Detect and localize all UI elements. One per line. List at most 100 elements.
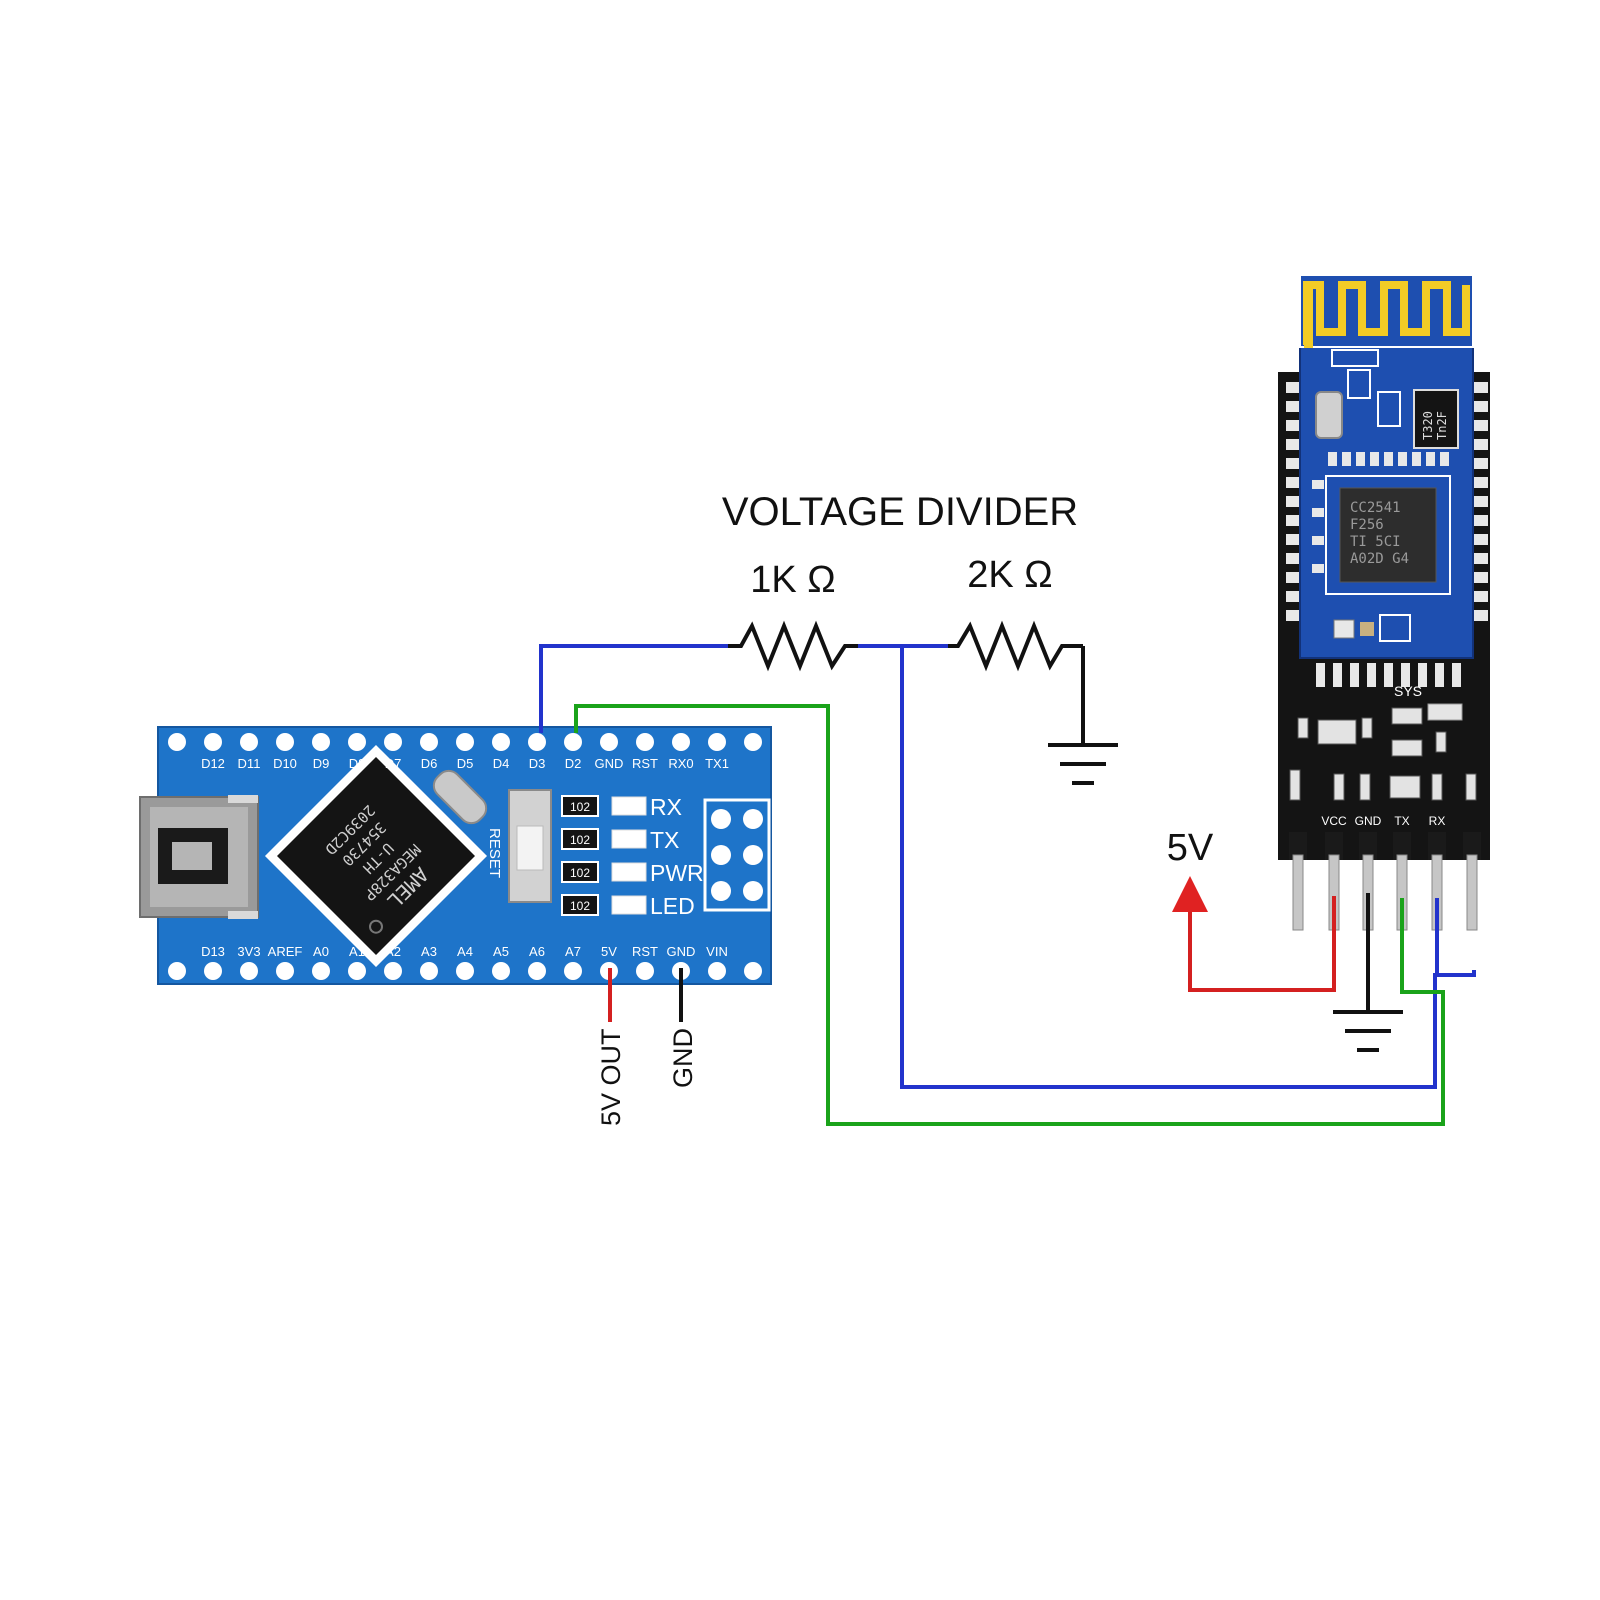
nano-pin-hole bbox=[384, 962, 402, 980]
nano-top-pin-label: D12 bbox=[201, 756, 225, 771]
bt-smd bbox=[1312, 536, 1324, 545]
bt-male-pins bbox=[1289, 832, 1481, 931]
nano-bottom-pin-label: A0 bbox=[313, 944, 329, 959]
bt-smd bbox=[1440, 452, 1449, 466]
supply-5v-label: 5V bbox=[1167, 827, 1214, 869]
bt-castellated-pad bbox=[1468, 553, 1488, 564]
bt-castellated-pad bbox=[1468, 572, 1488, 583]
gnd-out-label: GND bbox=[668, 1028, 698, 1088]
status-led-label: RX bbox=[650, 794, 682, 820]
reset-label: RESET bbox=[486, 828, 503, 878]
status-led bbox=[611, 862, 647, 882]
status-led bbox=[611, 796, 647, 816]
nano-pin-hole bbox=[312, 962, 330, 980]
bt-smd bbox=[1389, 775, 1421, 799]
bt-pad bbox=[1379, 614, 1411, 642]
nano-top-pin-label: D2 bbox=[565, 756, 582, 771]
nano-bottom-pin-label: A2 bbox=[385, 944, 401, 959]
wire-d2-to-bt-tx bbox=[574, 704, 1445, 1126]
nano-pin-hole bbox=[312, 733, 330, 751]
nano-pin-hole bbox=[492, 733, 510, 751]
bt-pin-label: RX bbox=[1429, 814, 1446, 828]
resistor-1k bbox=[728, 620, 858, 672]
bt-header-stub bbox=[1333, 663, 1342, 687]
bt-smd bbox=[1370, 452, 1379, 466]
nano-top-pin-label: RX0 bbox=[668, 756, 693, 771]
bt-castellated-pad bbox=[1286, 496, 1306, 507]
vcc-arrow-icon bbox=[1172, 876, 1208, 912]
nano-top-pin-label: RST bbox=[632, 756, 658, 771]
bt-smd bbox=[1317, 719, 1357, 745]
bt-pin-label: GND bbox=[1355, 814, 1382, 828]
bt-castellated-pad bbox=[1286, 572, 1306, 583]
nano-pin-hole bbox=[348, 962, 366, 980]
bt-pin-housing bbox=[1289, 832, 1307, 860]
bt-pin-housing bbox=[1428, 832, 1446, 860]
nano-bottom-pin-label: AREF bbox=[268, 944, 303, 959]
bt-header-stub bbox=[1452, 663, 1461, 687]
nano-pin-hole bbox=[204, 962, 222, 980]
bt-castellated-pad bbox=[1468, 401, 1488, 412]
bt-component-row bbox=[1312, 452, 1449, 573]
nano-pin-hole bbox=[564, 962, 582, 980]
smd-resistor bbox=[561, 861, 599, 883]
bt-castellated-pad bbox=[1468, 610, 1488, 621]
cc2541-chip-line-1: CC2541 bbox=[1350, 500, 1401, 516]
bt-header-stub bbox=[1384, 663, 1393, 687]
nano-pin-hole bbox=[672, 733, 690, 751]
status-led bbox=[611, 829, 647, 849]
bt-castellated-pad bbox=[1286, 439, 1306, 450]
nano-top-pin-label: D7 bbox=[385, 756, 402, 771]
bt-castellated-pad bbox=[1468, 458, 1488, 469]
bt-smd bbox=[1359, 773, 1371, 801]
smd-resistor bbox=[561, 795, 599, 817]
bt-pin-label: VCC bbox=[1321, 814, 1347, 828]
icsp-pin bbox=[743, 881, 763, 901]
bt-male-pin bbox=[1292, 854, 1304, 931]
resistor-1k-label: 1K Ω bbox=[750, 559, 835, 601]
ground-symbol-divider bbox=[1048, 743, 1118, 785]
wire-divider-to-bt-rx bbox=[900, 646, 1476, 1089]
bt-castellated-pad bbox=[1468, 420, 1488, 431]
nano-pin-hole bbox=[240, 962, 258, 980]
bt-header-stub bbox=[1350, 663, 1359, 687]
bt-castellated-pad bbox=[1286, 610, 1306, 621]
status-led bbox=[611, 895, 647, 915]
nano-pin-hole bbox=[528, 733, 546, 751]
smd-resistor-code: 102 bbox=[570, 833, 590, 847]
bt-castellated-pad bbox=[1468, 382, 1488, 393]
ground-symbol-bt bbox=[1333, 1010, 1403, 1052]
smd-resistor bbox=[561, 894, 599, 916]
reset-button[interactable] bbox=[508, 789, 552, 903]
bt-castellated-pad bbox=[1286, 477, 1306, 488]
nano-bottom-pin-label: RST bbox=[632, 944, 658, 959]
cc2541-chip-line-4: A02D G4 bbox=[1350, 551, 1409, 567]
bt-smd bbox=[1312, 564, 1324, 573]
nano-pin-hole bbox=[204, 733, 222, 751]
status-led-label: LED bbox=[650, 893, 695, 919]
bt-header-stub bbox=[1435, 663, 1444, 687]
bt-header-stub bbox=[1401, 663, 1410, 687]
nano-pin-hole bbox=[384, 733, 402, 751]
bt-smd bbox=[1356, 452, 1365, 466]
usb-connector bbox=[139, 795, 259, 919]
nano-top-pin-label: D4 bbox=[493, 756, 510, 771]
nano-pin-hole bbox=[564, 733, 582, 751]
nano-bottom-pin-label: A1 bbox=[349, 944, 365, 959]
bt-antenna bbox=[1299, 274, 1474, 348]
bt-small-chip-label-1: T320 bbox=[1421, 411, 1435, 440]
icsp-pin bbox=[743, 845, 763, 865]
icsp-pin bbox=[711, 809, 731, 829]
bt-pad bbox=[1377, 391, 1401, 427]
nano-pin-hole bbox=[744, 962, 762, 980]
bt-smd bbox=[1312, 508, 1324, 517]
nano-top-pin-label: GND bbox=[595, 756, 624, 771]
smd-resistor bbox=[561, 828, 599, 850]
bt-smd bbox=[1384, 452, 1393, 466]
cc2541-chip-line-2: F256 bbox=[1350, 517, 1384, 533]
bt-smd bbox=[1431, 773, 1443, 801]
bt-crystal bbox=[1315, 391, 1343, 439]
